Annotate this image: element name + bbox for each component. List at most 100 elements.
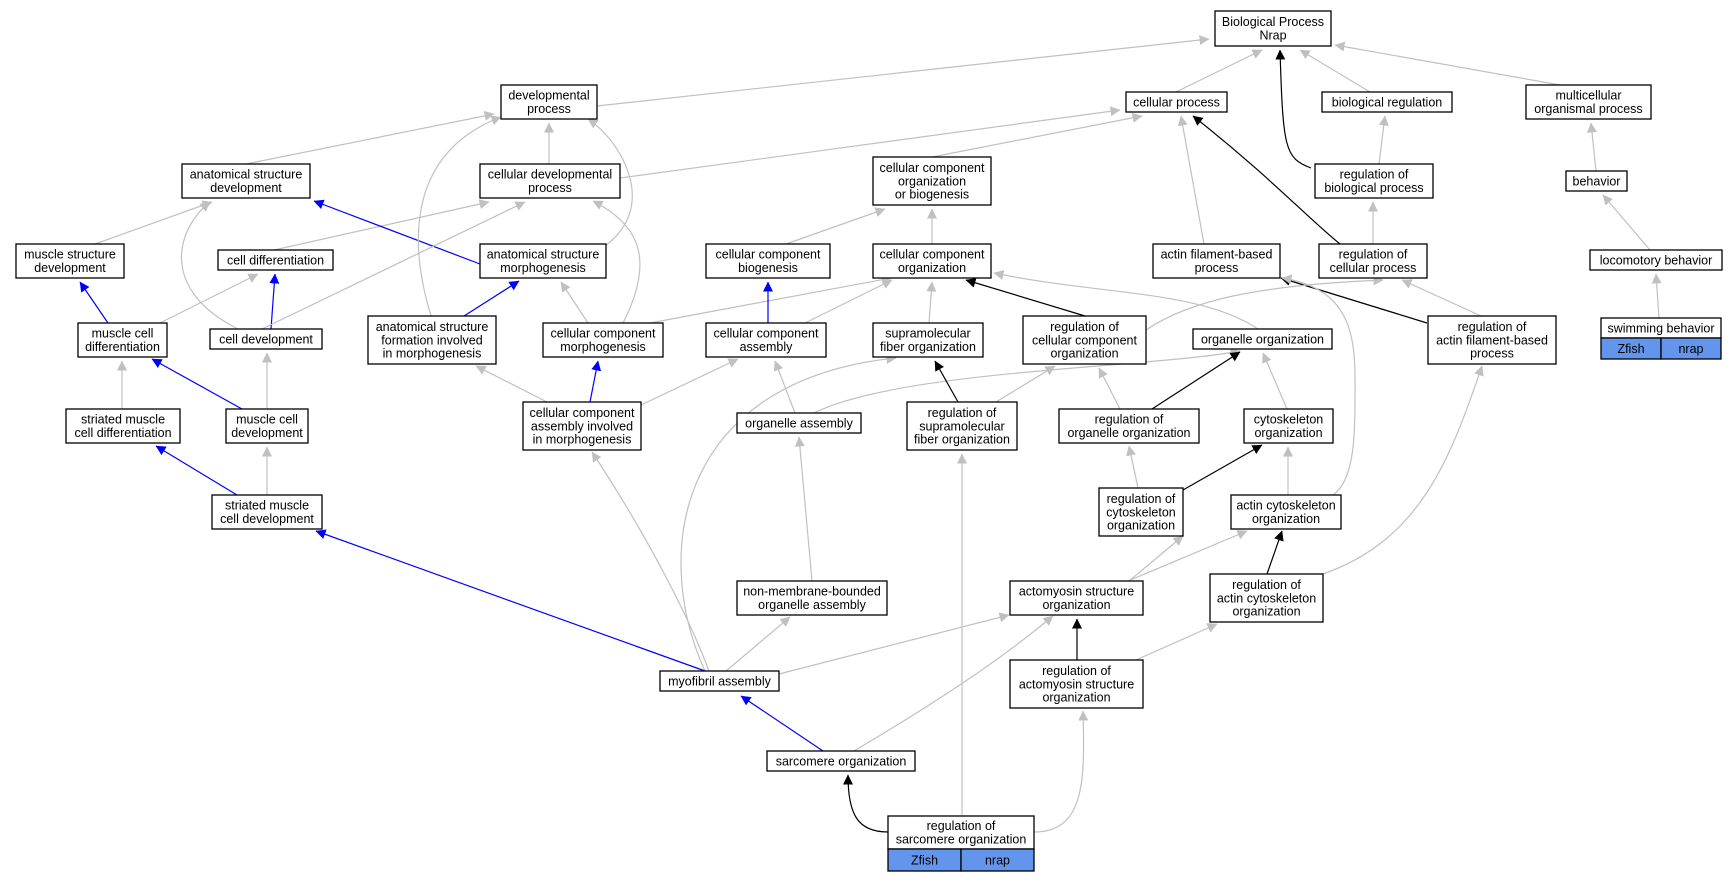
go-term-label-line: organelle organization bbox=[1067, 426, 1190, 440]
go-term-sarc[interactable]: sarcomere organization bbox=[766, 750, 916, 772]
edge-aso-to-aco-is-a bbox=[1127, 530, 1248, 582]
go-term-label-line: regulation of bbox=[1095, 413, 1164, 427]
annotation-cell-text: Zfish bbox=[911, 853, 938, 867]
edge-asm-to-dev-is-a bbox=[587, 118, 633, 247]
go-term-label-line: fiber organization bbox=[914, 433, 1010, 447]
edge-rbp-to-bp-regulates bbox=[1275, 49, 1312, 169]
edge-swim-to-loco-is-a bbox=[1651, 273, 1662, 319]
go-term-label-line: cellular component bbox=[880, 161, 985, 175]
go-term-label-line: regulation of bbox=[1042, 664, 1111, 678]
edge-rafbp-to-rcp-is-a bbox=[1401, 279, 1482, 317]
go-term-label-line: sarcomere organization bbox=[776, 754, 907, 768]
go-term-label-line: organelle assembly bbox=[758, 598, 866, 612]
go-term-beh[interactable]: behavior bbox=[1565, 170, 1628, 192]
go-term-box bbox=[705, 243, 831, 279]
go-term-label-line: anatomical structure bbox=[376, 320, 489, 334]
go-term-cdiff[interactable]: cell differentiation bbox=[217, 249, 334, 271]
edge-sarc-to-aso-is-a bbox=[853, 615, 1054, 752]
edge-mcdev-to-mcd-part-of bbox=[151, 358, 243, 410]
go-term-loco[interactable]: locomotory behavior bbox=[1589, 249, 1723, 271]
go-term-label-line: process bbox=[527, 102, 571, 116]
go-term-box bbox=[1022, 315, 1147, 365]
go-term-label-line: cellular developmental bbox=[488, 168, 612, 182]
go-term-box bbox=[736, 412, 862, 434]
go-term-label-line: swimming behavior bbox=[1608, 321, 1715, 335]
go-term-label-line: organization bbox=[1254, 426, 1322, 440]
go-term-label-line: regulation of bbox=[1232, 578, 1301, 592]
go-term-label-line: or biogenesis bbox=[895, 188, 969, 202]
go-term-oo[interactable]: organelle organization bbox=[1192, 328, 1333, 350]
edge-rbp-to-breg-is-a bbox=[1378, 115, 1389, 165]
annotation-species-cell[interactable]: Zfish bbox=[1600, 337, 1662, 360]
go-term-breg[interactable]: biological regulation bbox=[1321, 91, 1453, 113]
go-term-myo[interactable]: myofibril assembly bbox=[659, 670, 780, 692]
go-term-celldev[interactable]: cell development bbox=[209, 328, 323, 350]
go-term-box bbox=[1314, 163, 1434, 199]
go-term-label-line: differentiation bbox=[85, 340, 160, 354]
go-term-oa[interactable]: organelle assembly bbox=[736, 412, 862, 434]
edge-ccaim-to-cca-is-a bbox=[640, 358, 739, 406]
annotation-gene-cell[interactable]: nrap bbox=[960, 848, 1035, 872]
edge-raso-to-raco-is-a bbox=[1135, 623, 1218, 661]
go-term-label-line: cell development bbox=[220, 512, 314, 526]
edge-rcp-to-cp-regulates bbox=[1192, 115, 1341, 245]
go-term-label-line: assembly bbox=[740, 340, 794, 354]
go-term-box bbox=[906, 401, 1018, 451]
go-term-box bbox=[65, 408, 181, 444]
edge-rcco-to-cco-regulates bbox=[965, 277, 1086, 317]
go-term-label-line: non-membrane-bounded bbox=[743, 585, 881, 599]
go-term-label-line: cellular component bbox=[1032, 333, 1137, 347]
go-term-label-line: organelle organization bbox=[1201, 332, 1324, 346]
go-term-label-line: cellular component bbox=[530, 406, 635, 420]
go-term-box bbox=[1230, 494, 1342, 530]
go-term-label-line: fiber organization bbox=[880, 340, 976, 354]
go-term-label-line: cellular component bbox=[551, 327, 656, 341]
edge-ccob-to-cp-is-a bbox=[931, 112, 1143, 158]
go-term-label-line: regulation of bbox=[927, 819, 996, 833]
edge-afbp-to-cp-is-a bbox=[1177, 115, 1205, 245]
go-term-label-line: myofibril assembly bbox=[668, 674, 772, 688]
annotation-gene-cell[interactable]: nrap bbox=[1660, 337, 1722, 360]
go-term-cp[interactable]: cellular process bbox=[1125, 91, 1228, 113]
go-term-label-line: cellular component bbox=[880, 248, 985, 262]
annotation-species-cell[interactable]: Zfish bbox=[887, 848, 962, 872]
go-term-label-line: multicellular bbox=[1556, 89, 1622, 103]
go-term-box bbox=[77, 322, 168, 358]
edge-oa-to-oo-is-a bbox=[813, 347, 1241, 414]
